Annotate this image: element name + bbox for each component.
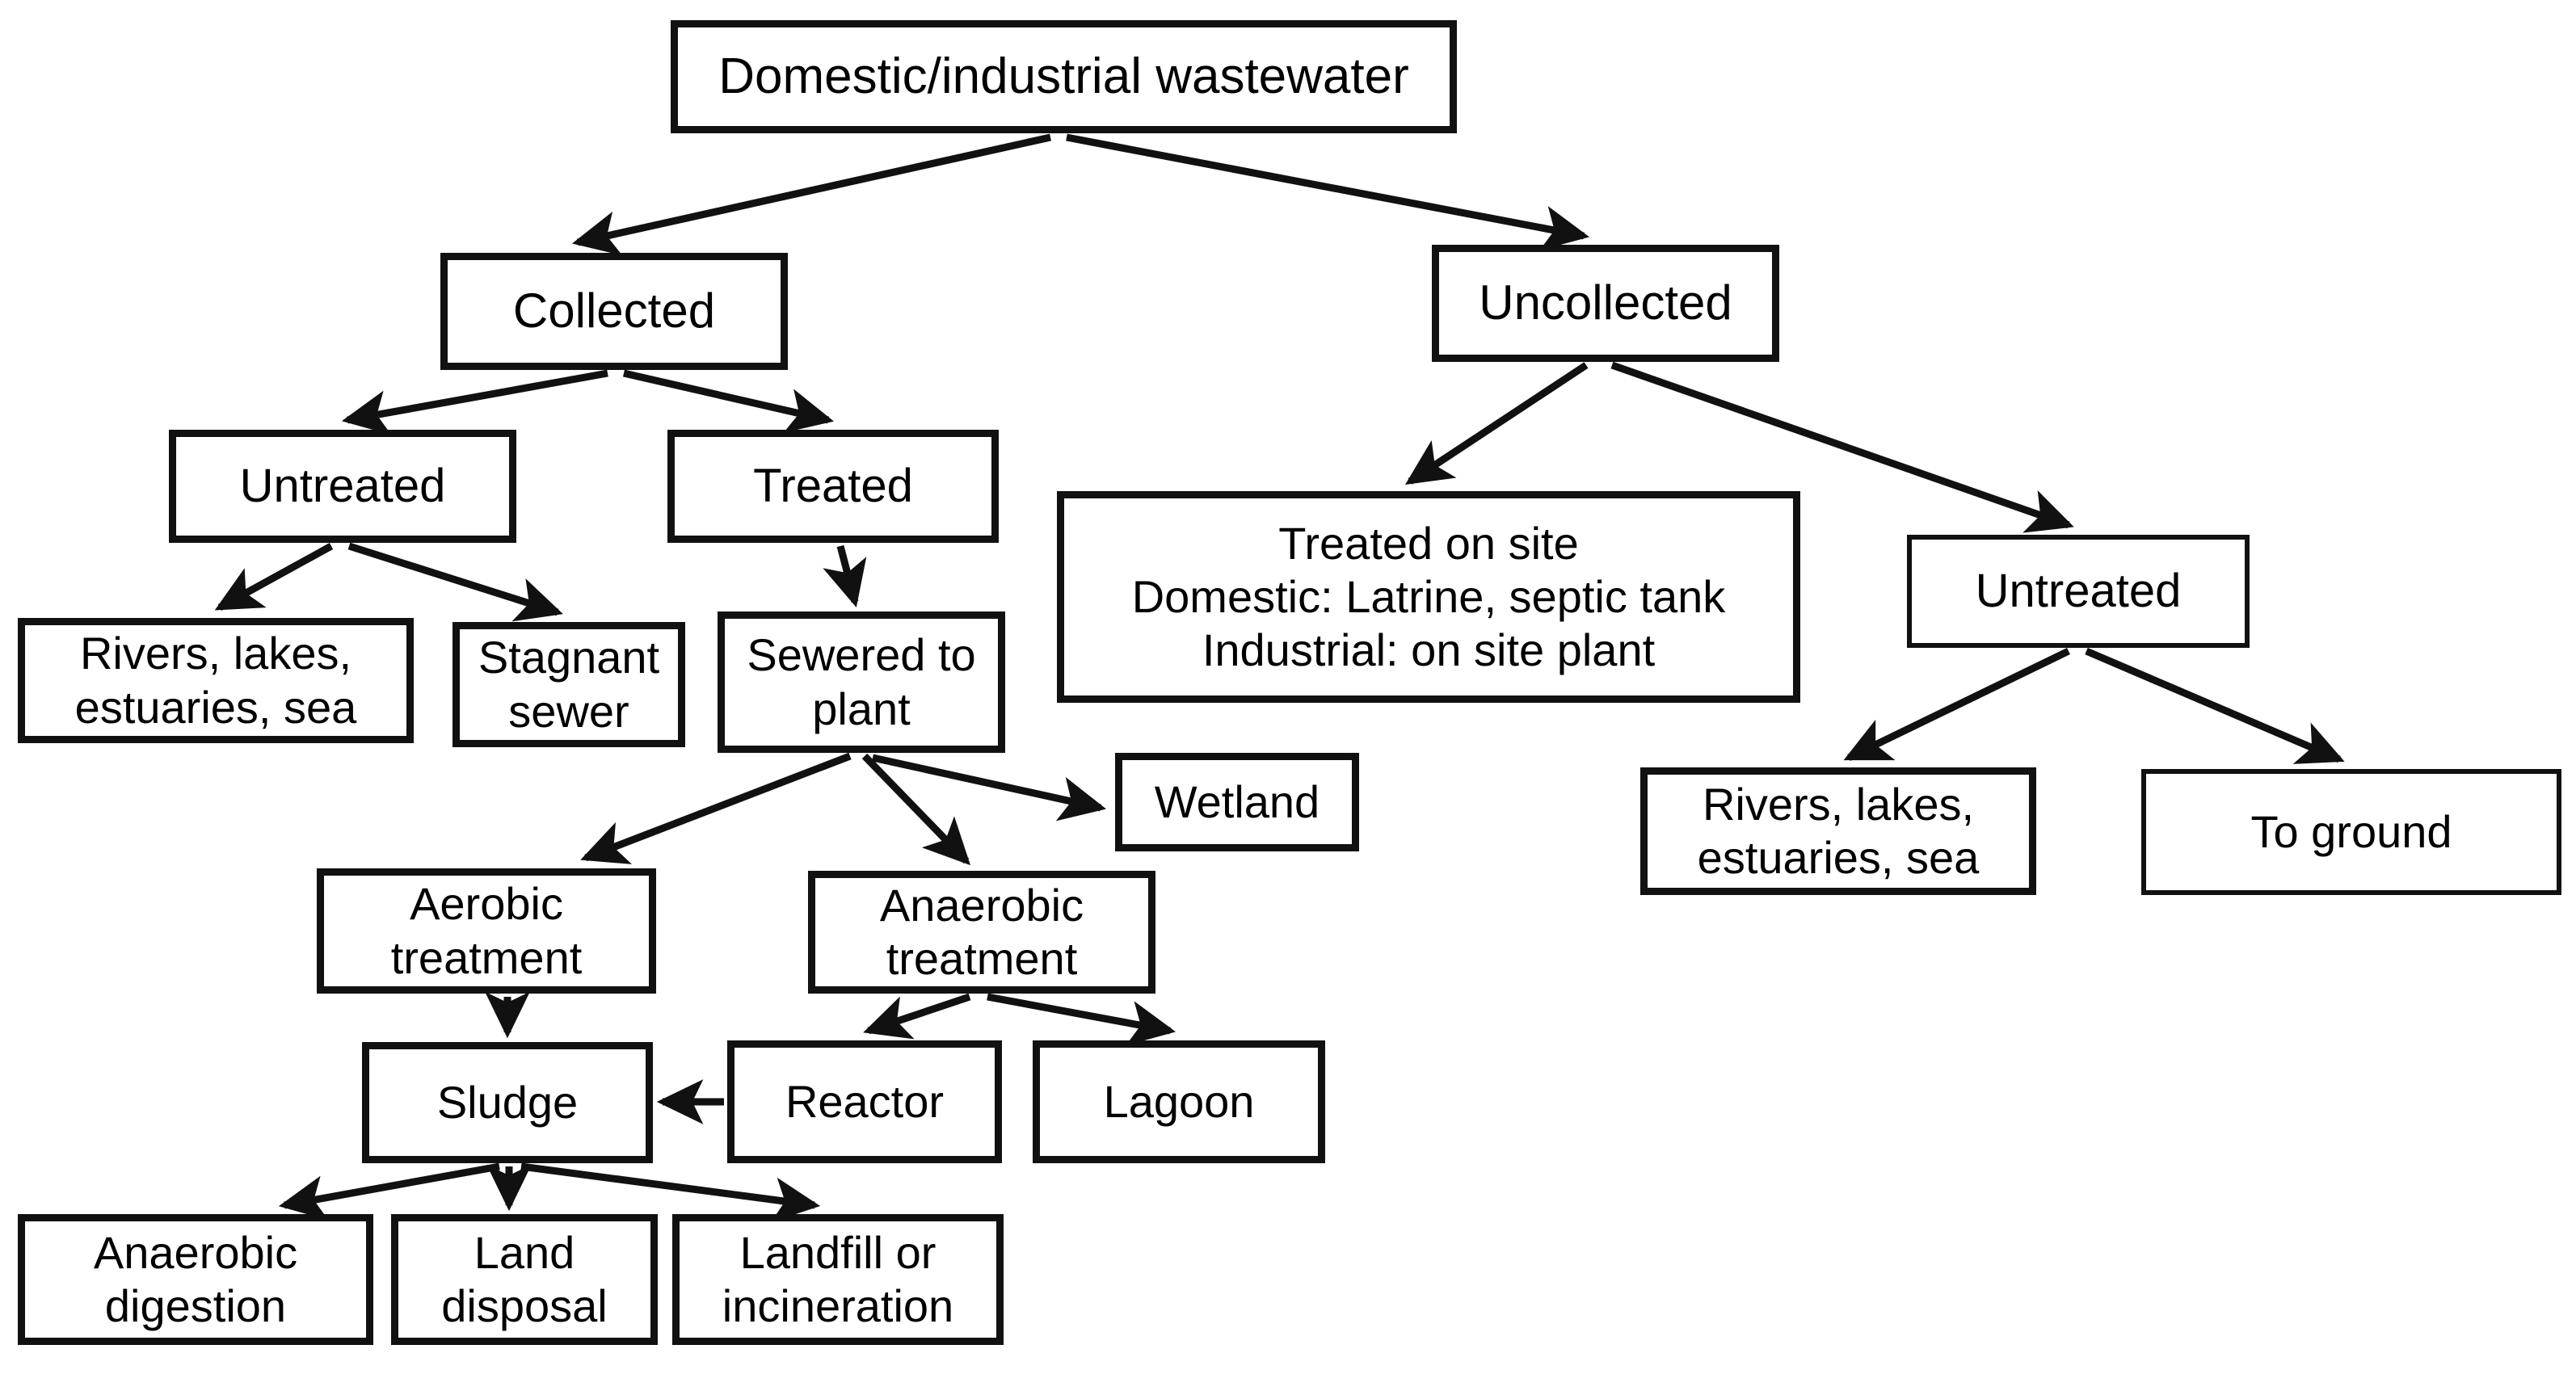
edge-treated-to-sewered xyxy=(823,544,867,607)
node-toground[interactable]: To ground xyxy=(2141,769,2561,895)
node-label-landdisposal: Land disposal xyxy=(441,1226,608,1331)
node-label-collected: Collected xyxy=(512,284,716,338)
node-label-stagnant: Stagnant sewer xyxy=(478,632,660,737)
node-sludge[interactable]: Sludge xyxy=(362,1042,653,1163)
node-onsite[interactable]: Treated on site Domestic: Latrine, septi… xyxy=(1057,491,1800,703)
node-label-untreated-r: Untreated xyxy=(1975,564,2182,617)
edge-uncollected-to-onsite xyxy=(1404,362,1589,485)
node-landfill[interactable]: Landfill or incineration xyxy=(672,1214,1004,1345)
node-uncollected[interactable]: Uncollected xyxy=(1432,245,1779,362)
node-wetland[interactable]: Wetland xyxy=(1115,753,1359,851)
edge-untreated-r-to-toground xyxy=(2085,647,2345,764)
node-label-sludge: Sludge xyxy=(436,1076,579,1128)
node-label-toground: To ground xyxy=(2250,805,2452,857)
node-sewered[interactable]: Sewered to plant xyxy=(718,611,1005,753)
node-untreated-l[interactable]: Untreated xyxy=(169,430,516,543)
edge-root-to-uncollected xyxy=(1066,133,1590,250)
node-digestion[interactable]: Anaerobic digestion xyxy=(18,1214,373,1345)
edge-untreated-l-to-stagnant xyxy=(347,542,563,622)
node-rivers-l[interactable]: Rivers, lakes, estuaries, sea xyxy=(18,618,414,743)
node-rivers-r[interactable]: Rivers, lakes, estuaries, sea xyxy=(1640,767,2036,895)
edge-collected-to-untreated-l xyxy=(341,369,608,435)
node-label-rivers-r: Rivers, lakes, estuaries, sea xyxy=(1697,778,1980,883)
node-label-treated: Treated xyxy=(753,459,913,512)
node-stagnant[interactable]: Stagnant sewer xyxy=(452,622,685,747)
edge-anaerobic-to-lagoon xyxy=(987,993,1176,1046)
node-treated[interactable]: Treated xyxy=(667,430,999,543)
edge-sewered-to-wetland xyxy=(872,754,1107,822)
node-untreated-r[interactable]: Untreated xyxy=(1907,535,2250,648)
node-label-aerobic: Aerobic treatment xyxy=(390,878,583,983)
node-label-landfill: Landfill or incineration xyxy=(722,1226,954,1331)
node-label-wetland: Wetland xyxy=(1154,775,1320,827)
node-landdisposal[interactable]: Land disposal xyxy=(391,1214,658,1345)
node-root[interactable]: Domestic/industrial wastewater xyxy=(671,20,1457,133)
edge-anaerobic-to-reactor xyxy=(863,993,971,1040)
node-label-lagoon: Lagoon xyxy=(1103,1075,1255,1127)
edge-sludge-to-landfill xyxy=(520,1162,821,1223)
node-collected[interactable]: Collected xyxy=(440,253,788,370)
edge-root-to-collected xyxy=(571,133,1051,256)
edge-untreated-r-to-rivers-r xyxy=(1843,647,2070,762)
node-reactor[interactable]: Reactor xyxy=(727,1040,1002,1163)
node-aerobic[interactable]: Aerobic treatment xyxy=(317,868,656,994)
node-label-uncollected: Uncollected xyxy=(1479,275,1732,330)
node-label-untreated-l: Untreated xyxy=(239,459,446,512)
node-label-sewered: Sewered to plant xyxy=(747,629,976,734)
node-lagoon[interactable]: Lagoon xyxy=(1033,1040,1325,1163)
edge-collected-to-treated xyxy=(622,369,835,433)
edge-sewered-to-aerobic xyxy=(580,752,852,864)
node-label-onsite: Treated on site Domestic: Latrine, septi… xyxy=(1131,517,1726,676)
edge-untreated-l-to-rivers-l xyxy=(214,543,334,611)
edge-sludge-to-digestion xyxy=(278,1162,500,1221)
node-label-root: Domestic/industrial wastewater xyxy=(718,48,1409,105)
node-label-anaerobic: Anaerobic treatment xyxy=(879,879,1084,984)
node-anaerobic[interactable]: Anaerobic treatment xyxy=(808,871,1155,994)
edge-sewered-to-anaerobic xyxy=(861,753,971,866)
node-label-reactor: Reactor xyxy=(785,1075,945,1127)
node-label-digestion: Anaerobic digestion xyxy=(93,1226,298,1331)
node-label-rivers-l: Rivers, lakes, estuaries, sea xyxy=(74,628,357,733)
